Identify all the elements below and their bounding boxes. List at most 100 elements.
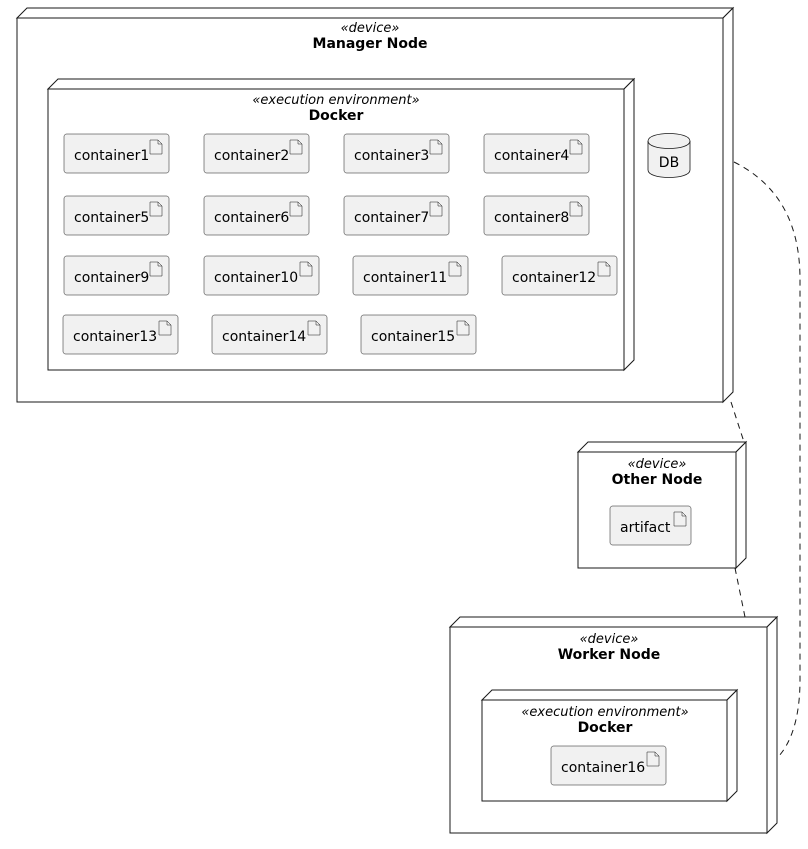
artifact[interactable]: container12 bbox=[501, 255, 618, 296]
manager-node-top-face bbox=[15, 7, 735, 19]
manager-docker-side-face bbox=[623, 77, 635, 372]
artifact-box bbox=[550, 745, 667, 786]
database[interactable]: DB bbox=[647, 133, 691, 178]
artifact-box bbox=[203, 255, 320, 296]
artifact-box bbox=[501, 255, 618, 296]
artifact-box bbox=[203, 133, 310, 174]
worker-node-title: Worker Node bbox=[558, 647, 661, 663]
artifact-icon bbox=[289, 139, 303, 155]
artifact-label: container15 bbox=[371, 329, 455, 345]
artifact-label: container14 bbox=[222, 329, 306, 345]
manager-node-title: Manager Node bbox=[313, 36, 428, 52]
artifact[interactable]: container6 bbox=[203, 195, 310, 236]
artifact-box bbox=[203, 195, 310, 236]
database-icon bbox=[647, 133, 691, 178]
connector-other-worker bbox=[734, 567, 746, 618]
artifact-box bbox=[62, 314, 179, 355]
artifact[interactable]: artifact bbox=[609, 505, 692, 546]
artifact-box bbox=[63, 133, 170, 174]
artifact-label: container3 bbox=[354, 148, 429, 164]
connector-manager-worker bbox=[733, 161, 801, 759]
artifact-icon bbox=[456, 320, 470, 336]
connector-manager-other bbox=[730, 401, 745, 443]
other-node[interactable]: «device» Other Node artifact bbox=[576, 440, 748, 570]
worker-docker-top-face bbox=[480, 689, 739, 701]
artifact[interactable]: container8 bbox=[483, 195, 590, 236]
artifact-label: container1 bbox=[74, 148, 149, 164]
artifact-icon bbox=[149, 139, 163, 155]
artifact-icon bbox=[289, 201, 303, 217]
artifact[interactable]: container14 bbox=[211, 314, 328, 355]
artifact[interactable]: container9 bbox=[63, 255, 170, 296]
artifact-icon bbox=[597, 261, 611, 277]
worker-docker-stereotype: «execution environment» bbox=[521, 705, 688, 720]
artifact-box bbox=[63, 255, 170, 296]
artifact-icon bbox=[158, 320, 172, 336]
other-node-title: Other Node bbox=[612, 472, 703, 488]
artifact-label: container13 bbox=[73, 329, 157, 345]
manager-node-stereotype: «device» bbox=[341, 21, 400, 36]
artifact-box bbox=[483, 195, 590, 236]
artifact-label: container8 bbox=[494, 210, 569, 226]
artifact-box bbox=[609, 505, 692, 546]
artifact[interactable]: container13 bbox=[62, 314, 179, 355]
artifact-icon bbox=[149, 261, 163, 277]
worker-node[interactable]: «device» Worker Node «execution environm… bbox=[448, 615, 779, 835]
artifact-label: artifact bbox=[620, 520, 671, 536]
artifact-icon bbox=[299, 261, 313, 277]
artifact-box bbox=[352, 255, 469, 296]
database-label: DB bbox=[659, 155, 679, 171]
artifact-label: container16 bbox=[561, 760, 645, 776]
worker-docker-environment[interactable]: «execution environment» Docker container… bbox=[480, 688, 739, 803]
artifact-icon bbox=[673, 511, 687, 527]
artifact-icon bbox=[429, 201, 443, 217]
worker-node-side-face bbox=[766, 615, 778, 835]
artifact-box bbox=[360, 314, 477, 355]
artifact-label: container12 bbox=[512, 270, 596, 286]
artifact[interactable]: container2 bbox=[203, 133, 310, 174]
artifact[interactable]: container10 bbox=[203, 255, 320, 296]
artifact-label: container2 bbox=[214, 148, 289, 164]
other-node-stereotype: «device» bbox=[628, 457, 687, 472]
connectors bbox=[730, 161, 801, 759]
manager-docker-environment[interactable]: «execution environment» Docker container… bbox=[46, 77, 636, 372]
artifact-label: container5 bbox=[74, 210, 149, 226]
artifact[interactable]: container15 bbox=[360, 314, 477, 355]
artifact-label: container11 bbox=[363, 270, 447, 286]
artifact-box bbox=[63, 195, 170, 236]
artifact-label: container9 bbox=[74, 270, 149, 286]
manager-node[interactable]: «device» Manager Node «execution environ… bbox=[15, 6, 735, 404]
artifact-label: container7 bbox=[354, 210, 429, 226]
artifact-icon bbox=[307, 320, 321, 336]
other-node-side-face bbox=[735, 440, 747, 570]
manager-docker-stereotype: «execution environment» bbox=[252, 93, 419, 108]
artifact-box bbox=[343, 195, 450, 236]
manager-docker-title: Docker bbox=[309, 108, 364, 124]
artifact-box bbox=[211, 314, 328, 355]
artifact-label: container4 bbox=[494, 148, 569, 164]
artifact[interactable]: container3 bbox=[343, 133, 450, 174]
artifact[interactable]: container1 bbox=[63, 133, 170, 174]
artifact-box bbox=[343, 133, 450, 174]
artifact-icon bbox=[429, 139, 443, 155]
artifact-icon bbox=[149, 201, 163, 217]
worker-docker-title: Docker bbox=[578, 720, 633, 736]
artifact[interactable]: container5 bbox=[63, 195, 170, 236]
artifact[interactable]: container7 bbox=[343, 195, 450, 236]
worker-docker-side-face bbox=[726, 688, 738, 803]
artifact[interactable]: container11 bbox=[352, 255, 469, 296]
worker-node-top-face bbox=[448, 616, 779, 628]
other-node-top-face bbox=[576, 441, 748, 453]
worker-node-stereotype: «device» bbox=[580, 632, 639, 647]
artifact-icon bbox=[569, 139, 583, 155]
artifact-icon bbox=[646, 751, 660, 767]
artifact[interactable]: container16 bbox=[550, 745, 667, 786]
artifact-box bbox=[483, 133, 590, 174]
manager-docker-top-face bbox=[46, 78, 636, 90]
artifact-icon bbox=[569, 201, 583, 217]
artifact[interactable]: container4 bbox=[483, 133, 590, 174]
database-rim bbox=[647, 140, 691, 149]
artifact-icon bbox=[448, 261, 462, 277]
manager-node-side-face bbox=[722, 6, 734, 404]
